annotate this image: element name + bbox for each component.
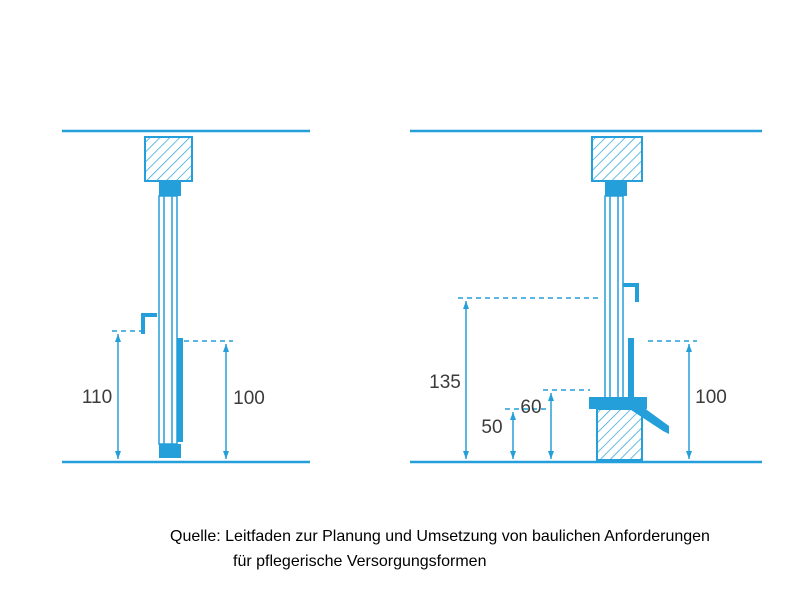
dim-100-right-label: 100 (695, 387, 727, 408)
dimension-135: 135 (429, 297, 600, 459)
dimension-100-right: 100 (648, 340, 727, 459)
parapet-hatch (596, 408, 643, 461)
frame-head-right (605, 181, 627, 196)
dim-110-label: 110 (82, 387, 112, 408)
frame-head-left (159, 181, 181, 196)
lintel-hatch-left (144, 136, 193, 182)
exterior-sill-slope (628, 399, 669, 434)
window-leaf-bar (628, 338, 634, 398)
lintel-hatch-right (591, 136, 643, 182)
door-frame-profile-left (158, 195, 178, 445)
dimension-60: 60 (520, 389, 590, 459)
dimension-110: 110 (82, 330, 143, 459)
dim-100-left-label: 100 (233, 388, 265, 409)
caption-line2: für pflegerische Versorgungsformen (233, 553, 487, 570)
left-section-drawing: 110 100 (62, 129, 310, 464)
window-frame-profile-right (604, 195, 624, 399)
door-handle-icon (141, 313, 157, 334)
dimension-50: 50 (481, 408, 547, 459)
caption-line1: Quelle: Leitfaden zur Planung und Umsetz… (170, 528, 710, 545)
source-caption: Quelle: Leitfaden zur Planung und Umsetz… (170, 524, 710, 574)
section-drawing: 110 100 135 50 (62, 129, 762, 464)
door-leaf-bar (177, 338, 183, 442)
frame-foot-left (159, 444, 181, 458)
right-section-drawing: 135 50 60 100 (410, 129, 762, 464)
window-handle-icon (623, 283, 639, 302)
dim-135-label: 135 (429, 372, 461, 393)
dimension-100-left: 100 (184, 340, 265, 459)
dim-50-label: 50 (481, 417, 502, 438)
dim-60-label: 60 (520, 397, 541, 418)
